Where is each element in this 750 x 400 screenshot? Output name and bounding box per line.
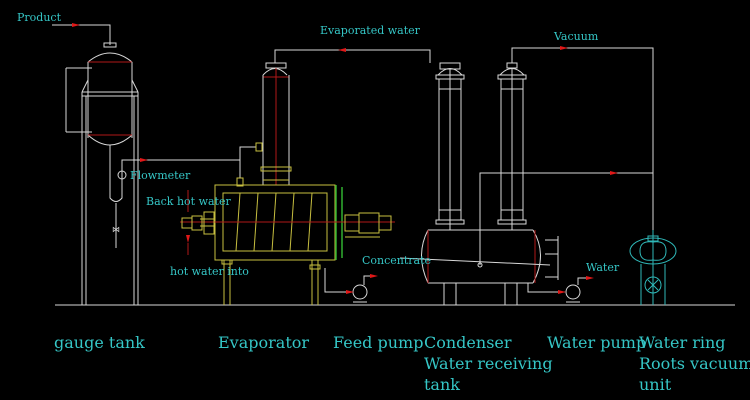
product-flow-arrow [72,23,80,27]
evaporator-label: Evaporator [218,333,309,352]
back-hot-water-label: Back hot water [146,195,231,208]
hot-water-in-arrow [186,235,190,243]
feed-pump [324,268,378,303]
product-label: Product [17,11,62,24]
evaporated-water-label: Evaporated water [320,24,421,37]
evaporator-column [210,48,431,187]
water-label: Water [586,261,620,274]
water-ring-label-2: Roots vacuum [639,354,750,373]
gauge-tank-label: gauge tank [54,333,145,352]
gauge-tank-nozzle [103,42,117,48]
water-pump [527,276,594,303]
water-pump-label: Water pump [547,333,646,352]
water-pump-icon [565,284,581,300]
feed-line [109,152,210,202]
hot-water-into-label: hot water into [170,265,249,278]
water-ring-label-3: unit [639,375,672,394]
feed-pump-icon [352,284,368,300]
gauge-tank: ⋈ [52,23,210,305]
motor [344,214,360,232]
gauge-tank-bottom-head [87,134,133,146]
condenser-1 [435,62,465,230]
water-receiving-label-2: tank [424,375,460,394]
evaporated-water-arrow [338,48,346,52]
valve-icon: ⋈ [112,225,120,234]
product-pipe [52,24,111,45]
gauge-tank-top-head [87,52,133,63]
water-receiving-label-1: Water receiving [424,354,553,373]
water-ring-label-1: Water ring [639,333,726,352]
vacuum-arrow [560,46,568,50]
condenser-2 [479,46,654,265]
vacuum-label: Vacuum [553,30,599,43]
vacuum-unit [629,230,677,305]
evaporated-water-pipe [274,49,431,63]
water-receiving-tank [399,229,559,305]
concentrate-label: Concentrate [362,254,431,267]
flowmeter-icon [117,170,127,180]
evaporator [180,184,395,305]
condenser-label: Condenser [424,333,512,352]
flowmeter-label: Flowmeter [130,169,191,182]
feed-pump-label: Feed pump [333,333,423,352]
